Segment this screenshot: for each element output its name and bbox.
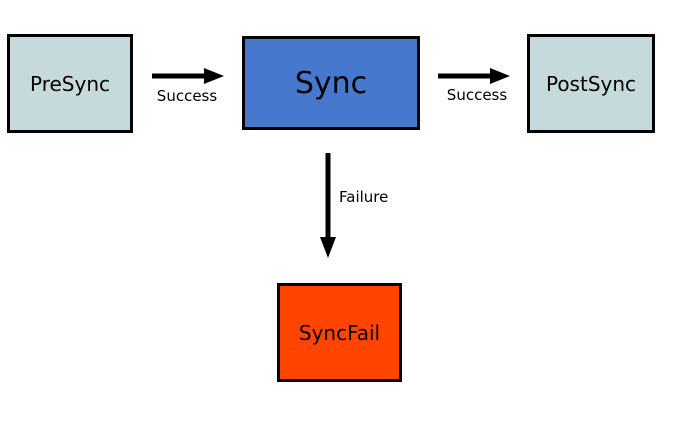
node-sync-label: Sync bbox=[294, 65, 368, 101]
node-sync: Sync bbox=[242, 36, 420, 130]
edge-label-success-right: Success bbox=[446, 86, 508, 104]
edge-label-success-left: Success bbox=[156, 87, 218, 105]
failure-arrow-down bbox=[320, 153, 336, 258]
success-arrow-left bbox=[152, 68, 224, 84]
node-postsync-label: PostSync bbox=[545, 71, 637, 96]
success-arrow-right bbox=[438, 68, 510, 84]
node-presync: PreSync bbox=[7, 34, 133, 133]
node-presync-label: PreSync bbox=[30, 71, 110, 96]
node-syncfail: SyncFail bbox=[277, 283, 402, 382]
edge-label-failure: Failure bbox=[339, 188, 389, 206]
node-postsync: PostSync bbox=[527, 34, 655, 133]
node-syncfail-label: SyncFail bbox=[298, 320, 381, 345]
